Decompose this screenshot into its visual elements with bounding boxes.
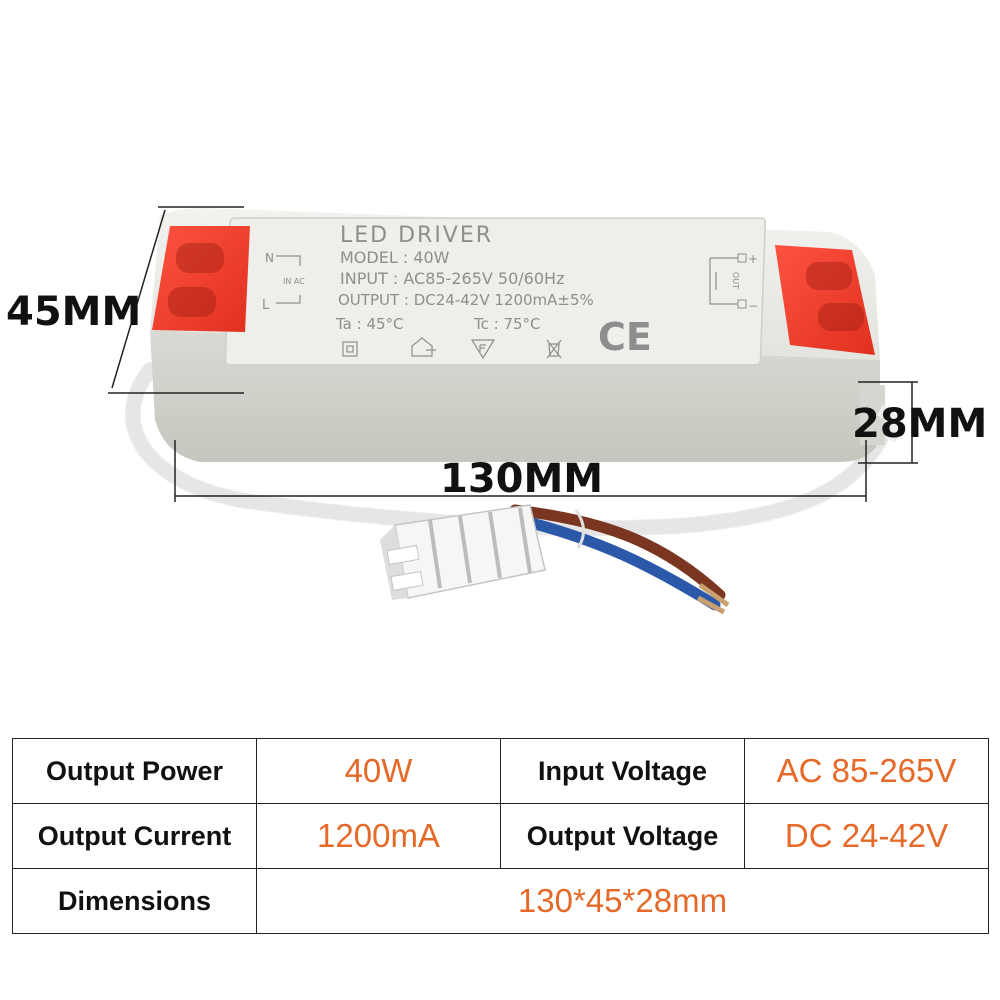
table-row: Output Power 40W Input Voltage AC 85-265… bbox=[12, 738, 989, 804]
terminal-l: L bbox=[262, 298, 270, 313]
output-plus: + bbox=[748, 252, 758, 266]
dimension-height-label: 45MM bbox=[6, 289, 141, 335]
label-input: INPUT : AC85-265V 50/60Hz bbox=[340, 269, 564, 288]
label-tc: Tc : 75°C bbox=[473, 315, 541, 333]
input-terminal-cap bbox=[152, 226, 250, 332]
input-voltage-value: AC 85-265V bbox=[744, 738, 989, 804]
ce-mark: CE bbox=[598, 315, 652, 359]
spec-table: Output Power 40W Input Voltage AC 85-265… bbox=[12, 738, 989, 934]
output-current-label: Output Current bbox=[12, 803, 257, 869]
brown-wire bbox=[509, 504, 726, 601]
dimension-length-label: 130MM bbox=[440, 456, 603, 502]
dimensions-value: 130*45*28mm bbox=[256, 868, 989, 934]
f-mark-icon bbox=[470, 339, 496, 360]
output-current-value: 1200mA bbox=[256, 803, 501, 869]
indoor-use-icon bbox=[411, 337, 436, 357]
label-model: MODEL : 40W bbox=[340, 248, 450, 267]
output-voltage-label: Output Voltage bbox=[500, 803, 745, 869]
label-title: LED DRIVER bbox=[340, 223, 493, 248]
certification-icons bbox=[342, 337, 562, 360]
no-bin-icon bbox=[546, 339, 562, 359]
dimension-depth-label: 28MM bbox=[852, 401, 987, 447]
terminal-ac: IN AC bbox=[283, 277, 305, 286]
input-voltage-label: Input Voltage bbox=[500, 738, 745, 804]
output-out: OUT bbox=[731, 272, 740, 289]
output-minus: − bbox=[748, 299, 758, 313]
output-voltage-value: DC 24-42V bbox=[744, 803, 989, 869]
blue-wire bbox=[514, 514, 721, 611]
table-row: Output Current 1200mA Output Voltage DC … bbox=[12, 803, 989, 869]
table-row: Dimensions 130*45*28mm bbox=[12, 868, 989, 934]
label-output: OUTPUT : DC24-42V 1200mA±5% bbox=[338, 291, 594, 309]
terminal-n: N bbox=[265, 251, 274, 265]
label-ta: Ta : 45°C bbox=[335, 315, 404, 333]
output-terminal-symbol bbox=[709, 257, 738, 305]
output-power-label: Output Power bbox=[12, 738, 257, 804]
output-terminal-cap bbox=[775, 245, 875, 355]
double-insulation-icon bbox=[342, 341, 358, 357]
input-terminal-symbol bbox=[276, 255, 301, 304]
output-connector bbox=[380, 504, 585, 600]
dimensions-label: Dimensions bbox=[12, 868, 257, 934]
output-power-value: 40W bbox=[256, 738, 501, 804]
led-driver-photo: LED DRIVER MODEL : 40W INPUT : AC85-265V… bbox=[6, 206, 987, 615]
dimension-lines bbox=[108, 206, 918, 502]
